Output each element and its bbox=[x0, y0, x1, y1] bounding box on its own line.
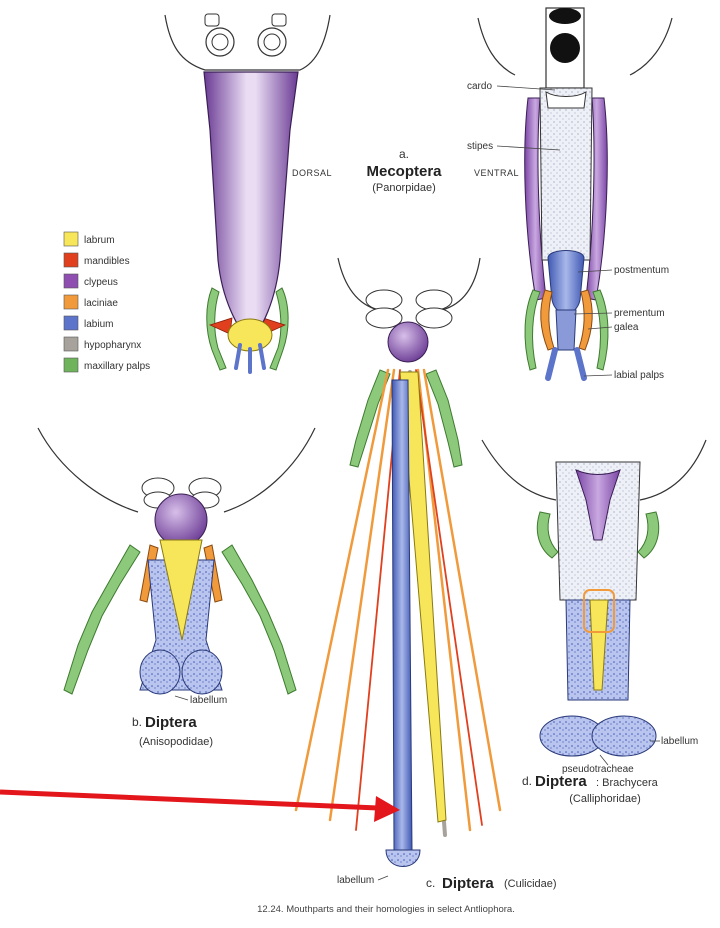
b-labellum-left bbox=[139, 649, 181, 695]
d-laciniae-frame bbox=[583, 589, 615, 633]
label-prementum: prementum bbox=[614, 308, 665, 319]
b-clypeus bbox=[154, 493, 208, 547]
ventral-stippled-plate bbox=[539, 87, 593, 261]
d-head-outline-right bbox=[639, 439, 707, 501]
d-labrum bbox=[589, 599, 609, 691]
legend-label-laciniae: laciniae bbox=[84, 298, 118, 309]
legend-label-labrum: labrum bbox=[84, 235, 115, 246]
c-label-labellum: labellum bbox=[337, 875, 374, 886]
c-maxillary-palps bbox=[349, 369, 463, 468]
color-legend: labrum mandibles clypeus laciniae labium hypo… bbox=[63, 231, 150, 373]
dorsal-head-outline bbox=[164, 14, 331, 71]
label-cardo: cardo bbox=[467, 81, 492, 92]
legend-label-maxillary-palps: maxillary palps bbox=[84, 361, 150, 372]
panel-b-letter: b. bbox=[132, 715, 142, 729]
label-stipes: stipes bbox=[467, 141, 493, 152]
ventral-maxillary-palps bbox=[524, 289, 609, 371]
c-labellum bbox=[385, 849, 421, 867]
panel-d-suborder: : Brachycera bbox=[596, 777, 659, 789]
dorsal-labrum bbox=[227, 318, 273, 352]
ventral-labial-palps bbox=[545, 347, 587, 381]
red-pointer-arrow bbox=[0, 789, 400, 822]
legend-label-clypeus: clypeus bbox=[84, 277, 118, 288]
dorsal-antenna-sockets bbox=[204, 13, 287, 57]
panel-d-letter: d. bbox=[522, 774, 532, 788]
label-labial-palps: labial palps bbox=[614, 370, 664, 381]
b-maxillary-palps bbox=[63, 544, 297, 695]
panel-a-family: (Panorpidae) bbox=[372, 182, 436, 194]
ventral-cardo bbox=[545, 91, 587, 109]
panel-d-order: Diptera bbox=[535, 773, 587, 790]
d-head-outline-left bbox=[481, 439, 557, 501]
b-labellum-right bbox=[181, 649, 223, 695]
c-head-outline-right bbox=[441, 257, 481, 311]
d-maxillary-palps bbox=[536, 511, 660, 559]
ventral-head-outline-right bbox=[629, 17, 673, 76]
d-clypeus bbox=[575, 469, 621, 541]
legend-swatch-hypopharynx bbox=[63, 336, 79, 352]
c-antenna-bases bbox=[365, 289, 453, 329]
ventral-eye-dark-lower bbox=[550, 33, 580, 63]
panel-c-culicidae bbox=[294, 257, 502, 867]
b-labrum bbox=[159, 539, 203, 641]
panel-c-order: Diptera bbox=[442, 875, 494, 892]
dorsal-label: DORSAL bbox=[292, 168, 332, 178]
b-head-outline-right bbox=[223, 427, 316, 513]
legend-swatch-labium bbox=[63, 315, 79, 331]
panel-b-anisopodidae bbox=[37, 427, 316, 695]
dorsal-labium-tips bbox=[234, 343, 266, 374]
panel-a-letter: a. bbox=[399, 147, 409, 161]
panel-b-family: (Anisopodidae) bbox=[139, 736, 213, 748]
panel-a-ventral-view bbox=[477, 7, 673, 381]
ventral-eye-dark-upper bbox=[549, 8, 581, 24]
legend-swatch-maxillary-palps bbox=[63, 357, 79, 373]
panel-d-family: (Calliphoridae) bbox=[569, 793, 641, 805]
figure-caption: 12.24. Mouthparts and their homologies i… bbox=[257, 904, 515, 915]
d-labellum-right bbox=[591, 715, 657, 757]
panel-b-order: Diptera bbox=[145, 714, 197, 731]
d-label-pseudotracheae: pseudotracheae bbox=[562, 764, 634, 775]
legend-swatch-clypeus bbox=[63, 273, 79, 289]
legend-swatch-laciniae bbox=[63, 294, 79, 310]
ventral-galea-right bbox=[578, 289, 593, 351]
c-clypeus bbox=[387, 321, 429, 363]
ventral-label: VENTRAL bbox=[474, 168, 519, 178]
c-labrum bbox=[399, 371, 447, 823]
label-galea: galea bbox=[614, 322, 639, 333]
ventral-head-outline-left bbox=[477, 17, 516, 76]
label-postmentum: postmentum bbox=[614, 265, 669, 276]
ventral-annotations: cardo stipes postmentum prementum galea … bbox=[467, 81, 669, 381]
panel-a-dorsal-view bbox=[164, 13, 331, 374]
dorsal-maxillary-palps bbox=[206, 287, 289, 371]
ventral-prementum bbox=[555, 309, 577, 351]
c-labium bbox=[391, 379, 413, 851]
panel-c-letter: c. bbox=[426, 876, 435, 890]
panel-c-family: (Culicidae) bbox=[504, 878, 557, 890]
panel-d-calliphoridae bbox=[481, 439, 707, 757]
legend-label-hypopharynx: hypopharynx bbox=[84, 340, 141, 351]
legend-swatch-mandibles bbox=[63, 252, 79, 268]
d-label-labellum: labellum bbox=[661, 736, 698, 747]
panel-a-order: Mecoptera bbox=[366, 163, 442, 180]
b-head-outline-left bbox=[37, 427, 139, 513]
legend-swatch-labrum bbox=[63, 231, 79, 247]
ventral-postmentum bbox=[547, 250, 585, 314]
legend-label-labium: labium bbox=[84, 319, 113, 330]
b-label-labellum: labellum bbox=[190, 695, 227, 706]
legend-label-mandibles: mandibles bbox=[84, 256, 130, 267]
